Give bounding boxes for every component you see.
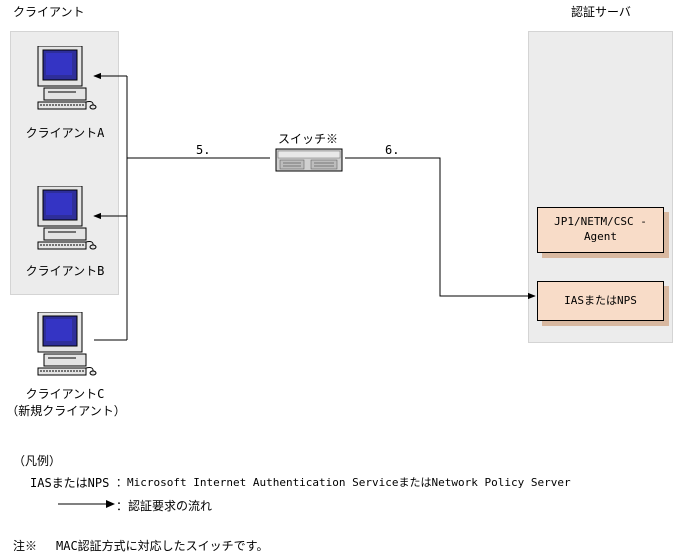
line-switch-to-ias: [345, 157, 536, 300]
step-6-label: 6.: [385, 143, 400, 157]
client-b-label: クライアントB: [25, 264, 105, 278]
ias-box: IASまたはNPS: [537, 281, 664, 321]
computer-icon: [37, 186, 97, 250]
switch-icon: [275, 148, 343, 172]
client-c-sublabel: （新規クライアント）: [6, 404, 126, 418]
legend-arrow-icon: [58, 500, 115, 508]
note-text: MAC認証方式に対応したスイッチです。: [56, 539, 269, 553]
client-a-label: クライアントA: [25, 126, 105, 140]
client-group-title: クライアント: [13, 5, 85, 19]
server-group-title: 認証サーバ: [571, 5, 631, 19]
legend-ias-definition: ：Microsoft Internet Authentication Servi…: [116, 476, 571, 489]
legend-arrow-definition: ：認証要求の流れ: [116, 499, 213, 513]
step-5-label: 5.: [196, 143, 211, 157]
switch-label: スイッチ※: [277, 132, 338, 146]
note-mark: 注※: [13, 539, 38, 553]
legend-ias-term: IASまたはNPS: [30, 476, 110, 490]
client-c-label: クライアントC: [25, 387, 105, 401]
legend-title: （凡例）: [13, 454, 62, 468]
computer-icon: [37, 46, 97, 110]
computer-icon: [37, 312, 97, 376]
agent-box: JP1/NETM/CSC - Agent: [537, 207, 664, 253]
